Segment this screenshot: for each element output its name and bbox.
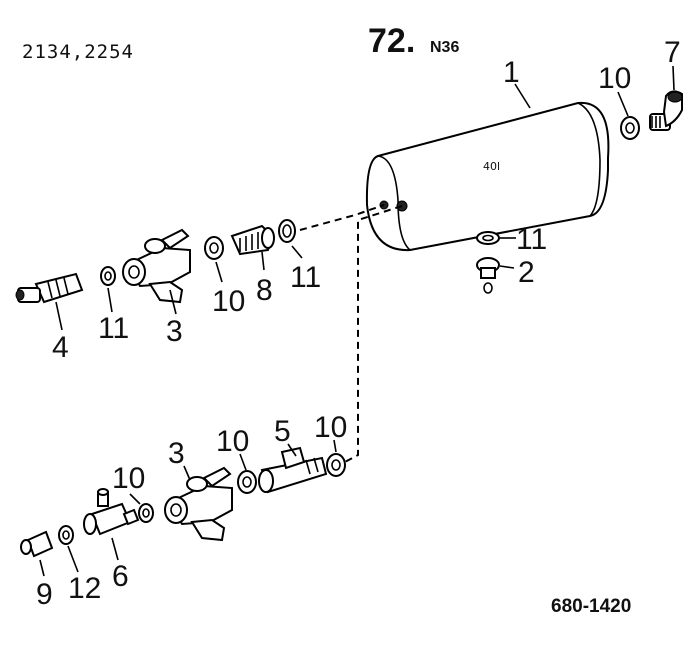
callout-4: 4 [52, 331, 69, 364]
drain-valve[interactable] [476, 257, 500, 294]
adapter-fitting[interactable] [230, 224, 275, 256]
callout-3-bot: 3 [168, 437, 185, 470]
nut-top[interactable] [620, 116, 640, 140]
callout-12: 12 [68, 572, 101, 605]
callout-10-bot-b: 10 [314, 411, 347, 444]
test-connector[interactable] [83, 488, 140, 536]
callout-2: 2 [518, 256, 535, 289]
callout-5: 5 [274, 415, 291, 448]
pipe-route-upper [299, 204, 385, 231]
callout-11-left: 11 [98, 312, 129, 345]
callout-7: 7 [664, 36, 681, 69]
coupling-head[interactable] [15, 272, 84, 304]
callout-10-bot-c: 10 [112, 462, 145, 495]
figure-number: 680-1420 [551, 596, 631, 617]
tank-capacity-marking: 40l [483, 160, 500, 173]
callout-3-top: 3 [166, 315, 183, 348]
washer-lower-left[interactable] [58, 525, 74, 545]
air-tank[interactable]: 40l [365, 101, 610, 252]
nut-lower-mid[interactable] [237, 470, 257, 494]
callout-10-mid: 10 [212, 285, 245, 318]
washer-lower-mid[interactable] [138, 503, 154, 523]
nut-upper[interactable] [204, 236, 224, 260]
callout-10-top: 10 [598, 62, 631, 95]
nut-lower-right[interactable] [326, 453, 346, 477]
callout-9: 9 [36, 578, 53, 611]
callout-10-bot-a: 10 [216, 425, 249, 458]
pipe-route-vertical [344, 205, 403, 463]
page-suffix: N36 [430, 39, 459, 56]
callout-6: 6 [112, 560, 129, 593]
callout-11-valve: 11 [290, 261, 321, 294]
page-number: 72. [368, 22, 415, 60]
callout-1: 1 [503, 56, 520, 89]
shutoff-valve-upper[interactable] [122, 228, 191, 304]
elbow-fitting[interactable] [649, 90, 683, 131]
leader-lines [39, 65, 675, 577]
washer-upper-left[interactable] [100, 266, 116, 286]
washer-upper-right[interactable] [278, 219, 296, 243]
drain-washer[interactable] [476, 231, 500, 245]
plug-cap[interactable] [20, 530, 54, 558]
callout-8: 8 [256, 274, 273, 307]
model-codes: 2134,2254 [22, 41, 134, 63]
callout-11-tank: 11 [516, 223, 547, 256]
tee-fitting[interactable] [258, 446, 328, 494]
shutoff-valve-lower[interactable] [164, 466, 233, 542]
